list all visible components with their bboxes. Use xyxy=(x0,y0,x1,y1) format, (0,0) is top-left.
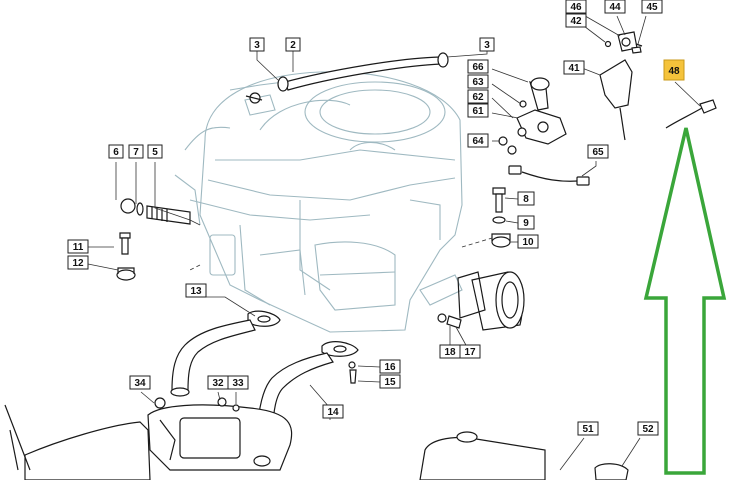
muffler xyxy=(147,397,293,471)
leader-lines xyxy=(87,12,701,471)
callout-51: 51 xyxy=(577,421,599,436)
callout-61: 61 xyxy=(467,103,489,118)
green-pointer-arrow xyxy=(643,127,727,475)
svg-text:64: 64 xyxy=(472,136,484,147)
svg-text:46: 46 xyxy=(570,2,582,13)
svg-text:8: 8 xyxy=(523,194,529,205)
chassis-fragment xyxy=(4,404,151,480)
svg-text:65: 65 xyxy=(592,147,604,158)
oil-filter xyxy=(457,271,525,331)
svg-text:18: 18 xyxy=(444,347,456,358)
svg-text:15: 15 xyxy=(384,377,396,388)
fuel-line-assembly xyxy=(245,52,449,104)
svg-text:62: 62 xyxy=(472,92,484,103)
callout-66: 66 xyxy=(467,59,489,74)
svg-text:48: 48 xyxy=(668,66,680,77)
svg-text:44: 44 xyxy=(609,2,621,13)
callout-18: 18 xyxy=(439,344,461,359)
svg-text:34: 34 xyxy=(134,378,146,389)
svg-text:41: 41 xyxy=(568,63,580,74)
callout-45: 45 xyxy=(641,0,663,14)
callout-8: 8 xyxy=(517,191,535,206)
fuel-tank-fragment xyxy=(419,431,629,480)
ignition-parts xyxy=(498,77,590,186)
svg-text:33: 33 xyxy=(232,378,244,389)
callout-12: 12 xyxy=(67,255,89,270)
callout-3: 3 xyxy=(479,37,495,52)
callout-10: 10 xyxy=(517,234,539,249)
svg-text:42: 42 xyxy=(570,16,582,27)
svg-text:9: 9 xyxy=(523,218,529,229)
callout-46: 46 xyxy=(565,0,587,14)
callout-62: 62 xyxy=(467,89,489,104)
svg-text:13: 13 xyxy=(190,286,202,297)
right-fasteners xyxy=(437,187,511,329)
callout-15: 15 xyxy=(379,374,401,389)
svg-text:32: 32 xyxy=(212,378,224,389)
callout-5: 5 xyxy=(147,144,163,159)
callout-16: 16 xyxy=(379,359,401,374)
svg-text:7: 7 xyxy=(133,147,139,158)
callout-14: 14 xyxy=(322,404,344,419)
svg-text:14: 14 xyxy=(327,407,339,418)
svg-text:6: 6 xyxy=(113,147,119,158)
callout-63: 63 xyxy=(467,74,489,89)
callout-7: 7 xyxy=(128,144,144,159)
exhaust-pipe-13 xyxy=(170,310,281,397)
throttle-control-parts xyxy=(599,31,643,141)
callout-2: 2 xyxy=(285,37,301,52)
svg-text:3: 3 xyxy=(254,40,260,51)
callout-11: 11 xyxy=(67,239,89,254)
svg-text:66: 66 xyxy=(472,62,484,73)
svg-text:51: 51 xyxy=(582,424,594,435)
svg-text:52: 52 xyxy=(642,424,654,435)
svg-text:12: 12 xyxy=(72,258,84,269)
svg-text:10: 10 xyxy=(522,237,534,248)
callout-65: 65 xyxy=(587,144,609,159)
svg-text:11: 11 xyxy=(73,242,84,253)
engine-ghost-outline xyxy=(174,71,463,333)
callout-32: 32 xyxy=(207,375,229,390)
callout-48: 48 xyxy=(663,59,685,81)
callout-42: 42 xyxy=(565,13,587,28)
callout-52: 52 xyxy=(637,421,659,436)
callout-33: 33 xyxy=(227,375,249,390)
callout-41: 41 xyxy=(563,60,585,75)
svg-text:63: 63 xyxy=(472,77,484,88)
left-fasteners xyxy=(116,198,191,281)
callout-13: 13 xyxy=(185,283,207,298)
svg-text:3: 3 xyxy=(484,40,490,51)
callout-6: 6 xyxy=(108,144,124,159)
part-48 xyxy=(665,99,717,129)
callout-3: 3 xyxy=(249,37,265,52)
callout-labels: 2 3 3 5 6 7 8 9 10 11 12 13 14 15 16 17 … xyxy=(67,0,685,436)
svg-text:16: 16 xyxy=(384,362,396,373)
callout-34: 34 xyxy=(129,375,151,390)
callout-64: 64 xyxy=(467,133,489,148)
callout-9: 9 xyxy=(517,215,535,230)
callout-17: 17 xyxy=(459,344,481,359)
svg-text:17: 17 xyxy=(464,347,476,358)
svg-text:61: 61 xyxy=(472,106,484,117)
svg-text:5: 5 xyxy=(152,147,158,158)
svg-text:2: 2 xyxy=(290,40,296,51)
svg-text:45: 45 xyxy=(646,2,658,13)
callout-44: 44 xyxy=(604,0,626,14)
